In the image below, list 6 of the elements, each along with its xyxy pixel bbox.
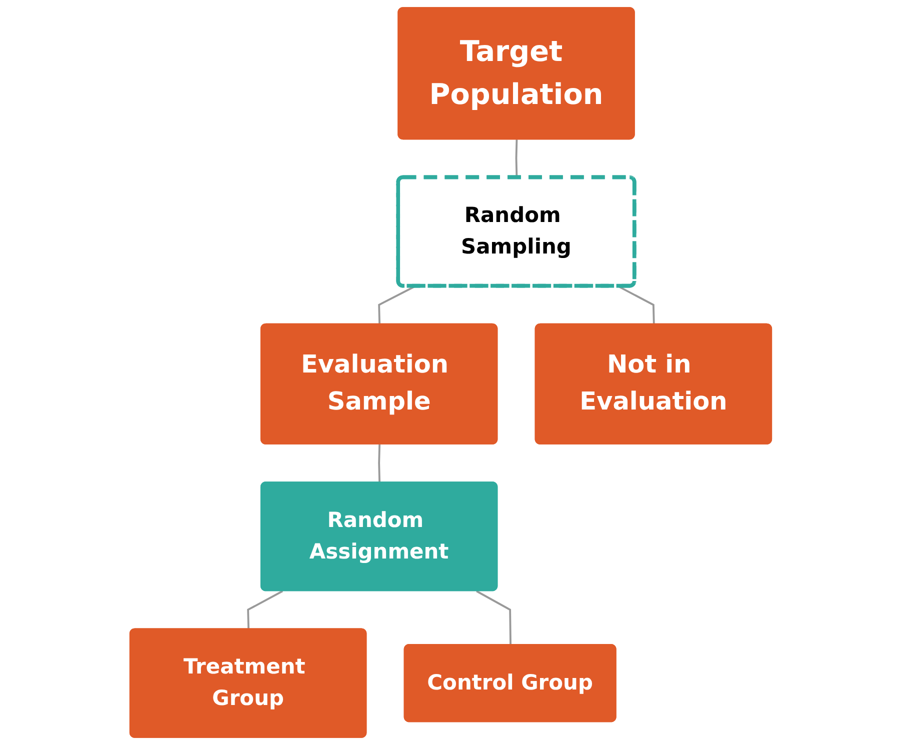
- connector: [515, 140, 518, 178]
- connector: [476, 590, 512, 645]
- connector: [246, 590, 283, 630]
- connector: [618, 285, 655, 324]
- connector: [378, 285, 416, 324]
- connector: [378, 444, 380, 483]
